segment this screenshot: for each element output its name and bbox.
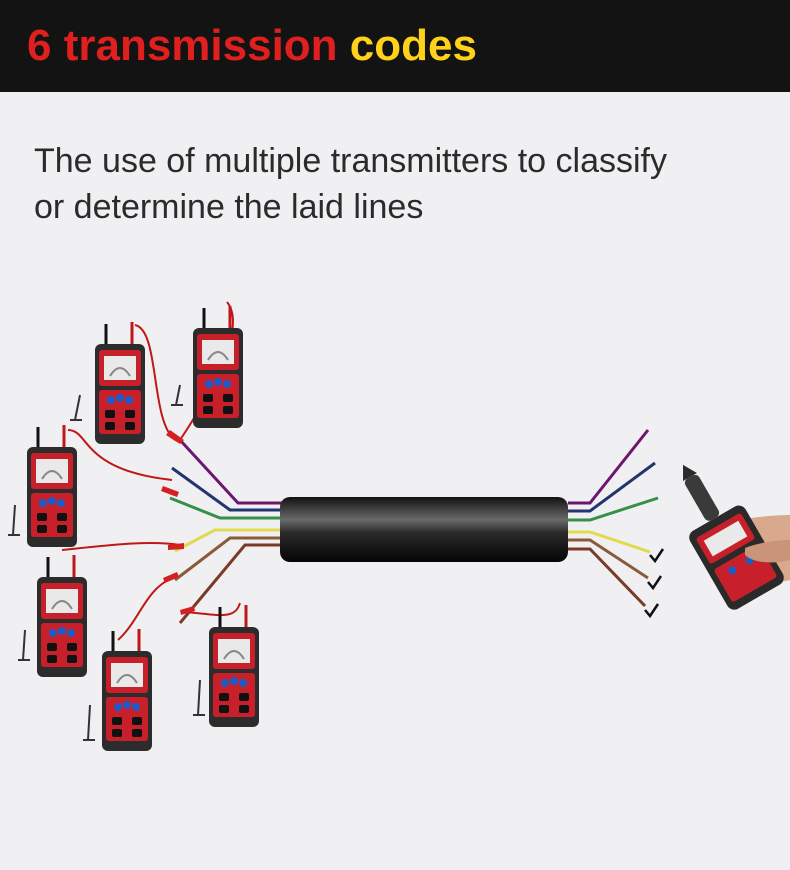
description-line-2: or determine the laid lines: [34, 188, 424, 226]
wire-brown-right: [568, 538, 649, 580]
wire-purple-left: [178, 438, 285, 505]
transmitter-5: [100, 627, 154, 753]
ground-clips: [8, 384, 205, 741]
wire-blue-left: [171, 466, 285, 512]
wiring-illustration: [8, 301, 790, 753]
alligator-clips: [161, 430, 195, 615]
header-banner: 6 transmission codes: [0, 0, 790, 92]
right-wire-bundle: [568, 429, 659, 608]
description-text: The use of multiple transmitters to clas…: [34, 138, 774, 230]
wire-green-left: [169, 496, 285, 520]
transmitter-1: [93, 320, 147, 446]
wire-purple-right: [568, 429, 650, 505]
wire-end-ticks: [644, 548, 665, 619]
wire-blue-right: [568, 461, 656, 513]
receiver-in-hand: [683, 464, 790, 610]
wire-darkbrown-left: [178, 543, 285, 624]
transmitter-2: [191, 304, 245, 430]
wire-brown-left: [174, 536, 285, 582]
page-title: 6 transmission codes: [27, 22, 477, 70]
multi-core-cable: [280, 497, 568, 562]
transmitter-3: [25, 423, 79, 549]
description-line-1: The use of multiple transmitters to clas…: [34, 142, 668, 180]
wire-green-right: [568, 496, 659, 522]
transmitter-6: [207, 603, 261, 729]
transmitter-4: [35, 553, 89, 679]
wire-yellow-right: [568, 530, 651, 554]
title-part-yellow: codes: [349, 21, 477, 70]
left-wire-bundle: [169, 438, 285, 624]
wire-yellow-left: [174, 528, 285, 553]
wire-darkbrown-right: [568, 547, 647, 608]
title-part-red: 6 transmission: [27, 21, 338, 70]
